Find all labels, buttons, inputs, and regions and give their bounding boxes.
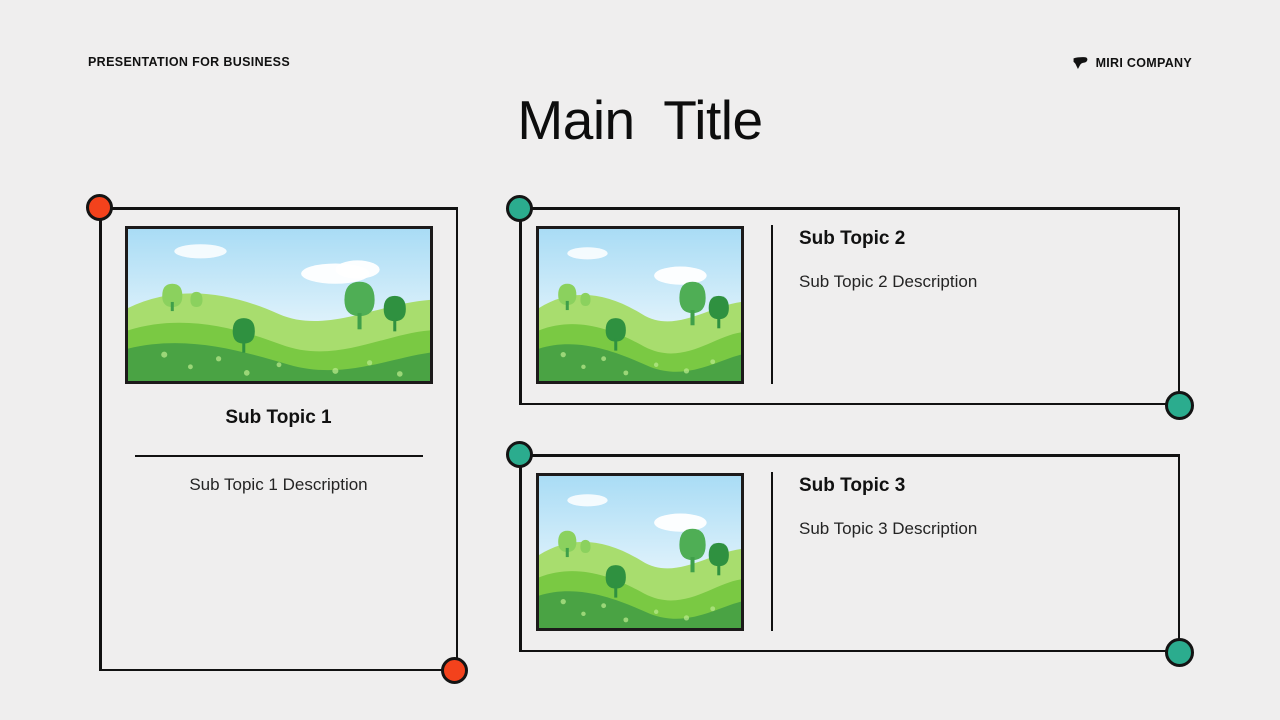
card1-edge-bottom: [99, 668, 458, 671]
card-sub-topic-3[interactable]: [519, 454, 1180, 652]
card2-edge-left: [519, 207, 522, 405]
card3-accent-dot-topleft: [506, 441, 533, 468]
card1-description: Sub Topic 1 Description: [189, 475, 368, 494]
miri-logo-icon: [1072, 54, 1089, 71]
card-sub-topic-2[interactable]: [519, 207, 1180, 405]
card2-image: [536, 226, 744, 384]
page-title: Main Title: [517, 89, 763, 151]
card3-edge-left: [519, 454, 522, 652]
card1-accent-dot-topleft: [86, 194, 113, 221]
card1-edge-top: [99, 207, 458, 210]
card1-image: [125, 226, 433, 384]
card3-title: Sub Topic 3: [799, 475, 906, 496]
brand-lockup: MIRI COMPANY: [1072, 54, 1192, 71]
card2-edge-top: [519, 207, 1180, 210]
card3-divider: [771, 472, 773, 631]
card2-edge-right: [1177, 207, 1180, 405]
card-sub-topic-1[interactable]: [99, 207, 458, 671]
card1-divider: [135, 455, 423, 457]
card3-description: Sub Topic 3 Description: [799, 519, 978, 538]
card3-edge-right: [1177, 454, 1180, 652]
card2-accent-dot-topleft: [506, 195, 533, 222]
slide-kicker: PRESENTATION FOR BUSINESS: [88, 55, 291, 69]
card3-accent-dot-bottomright: [1165, 638, 1194, 667]
card1-edge-right: [455, 207, 458, 671]
card1-edge-left: [99, 207, 102, 671]
card3-edge-bottom: [519, 649, 1180, 652]
card3-edge-top: [519, 454, 1180, 457]
card1-accent-dot-bottomright: [441, 657, 468, 684]
card3-image: [536, 473, 744, 631]
card2-divider: [771, 225, 773, 384]
brand-name: MIRI COMPANY: [1095, 55, 1192, 70]
card2-edge-bottom: [519, 402, 1180, 405]
card1-title: Sub Topic 1: [225, 407, 332, 428]
card2-description: Sub Topic 2 Description: [799, 272, 978, 291]
card2-title: Sub Topic 2: [799, 228, 906, 249]
card2-accent-dot-bottomright: [1165, 391, 1194, 420]
